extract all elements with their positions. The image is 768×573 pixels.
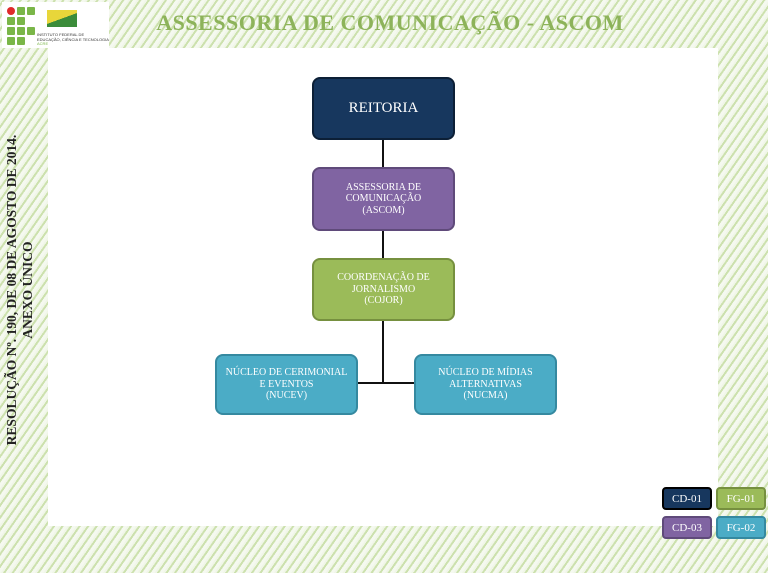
box-label: ASSESSORIA DE: [345, 181, 422, 193]
box-label: ALTERNATIVAS: [449, 378, 522, 390]
if-grid-icon: [7, 7, 37, 47]
org-box-ascom: ASSESSORIA DE COMUNICAÇÃO (ASCOM): [312, 167, 455, 231]
logo-line: INSTITUTO FEDERAL DE: [37, 32, 85, 37]
resolution-text: RESOLUÇÃO Nº. 190, DE 08 DE AGOSTO DE 20…: [4, 134, 19, 446]
logo-line: ACRE: [37, 41, 49, 46]
connector-line: [357, 382, 415, 384]
page-title: ASSESSORIA DE COMUNICAÇÃO - ASCOM: [156, 10, 624, 35]
ifac-logo: INSTITUTO FEDERAL DE EDUCAÇÃO, CIÊNCIA E…: [2, 2, 109, 48]
org-box-reitoria: REITORIA: [312, 77, 455, 140]
box-label: JORNALISMO: [351, 283, 416, 295]
annex-text: ANEXO ÚNICO: [20, 241, 35, 339]
acre-flag-icon: [47, 10, 77, 27]
legend-cd-03: CD-03: [662, 516, 712, 539]
box-label: COORDENAÇÃO DE: [337, 272, 430, 284]
org-box-nucev: NÚCLEO DE CERIMONIAL E EVENTOS (NUCEV): [215, 354, 358, 415]
logo-line: EDUCAÇÃO, CIÊNCIA E TECNOLOGIA: [37, 36, 109, 42]
box-label: (ASCOM): [362, 204, 405, 216]
resolution-label: RESOLUÇÃO Nº. 190, DE 08 DE AGOSTO DE 20…: [4, 135, 36, 446]
box-label: (NUCEV): [265, 390, 308, 402]
box-label: NÚCLEO DE CERIMONIAL: [225, 367, 348, 379]
box-label: REITORIA: [348, 99, 419, 116]
org-box-cojor: COORDENAÇÃO DE JORNALISMO (COJOR): [312, 258, 455, 321]
box-label: E EVENTOS: [259, 378, 314, 390]
box-label: NÚCLEO DE MÍDIAS: [438, 367, 533, 379]
box-label: (NUCMA): [463, 390, 508, 402]
logo-text: INSTITUTO FEDERAL DE EDUCAÇÃO, CIÊNCIA E…: [37, 32, 109, 47]
legend-cd-01: CD-01: [662, 487, 712, 510]
legend-fg-01: FG-01: [716, 487, 766, 510]
legend-fg-02: FG-02: [716, 516, 766, 539]
box-label: (COJOR): [364, 295, 403, 307]
box-label: COMUNICAÇÃO: [345, 193, 422, 205]
org-box-nucma: NÚCLEO DE MÍDIAS ALTERNATIVAS (NUCMA): [414, 354, 557, 415]
